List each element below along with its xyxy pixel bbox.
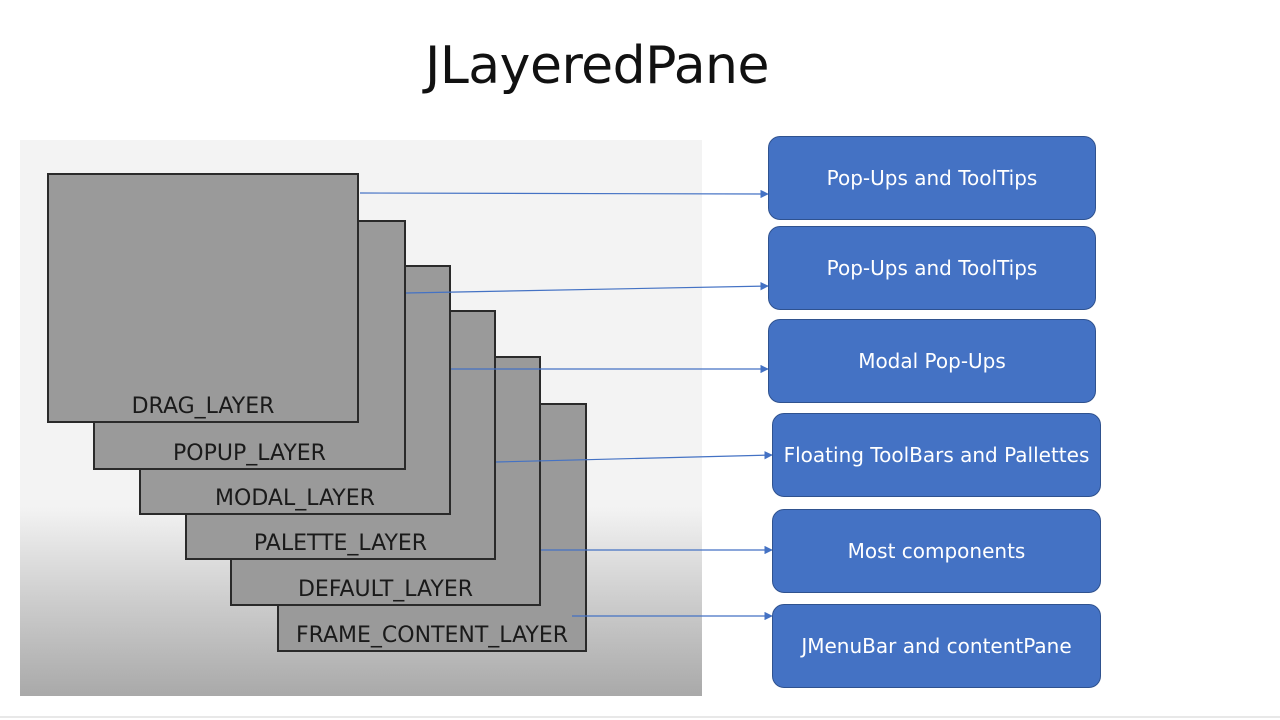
default-layer-label: DEFAULT_LAYER <box>297 577 474 602</box>
slide-bottom-edge <box>0 716 1280 718</box>
default-layer-description: Most components <box>772 509 1101 593</box>
arrow-palette-layer <box>495 450 773 463</box>
frame-content-layer-description: JMenuBar and contentPane <box>772 604 1101 688</box>
modal-layer-label: MODAL_LAYER <box>215 486 375 511</box>
popup-layer-description: Pop-Ups and ToolTips <box>768 226 1096 310</box>
palette-layer-description: Floating ToolBars and Pallettes <box>772 413 1101 497</box>
drag-layer-label: DRAG_LAYER <box>131 394 275 419</box>
modal-layer-description: Modal Pop-Ups <box>768 319 1096 403</box>
frame-content-layer-label: FRAME_CONTENT_LAYER <box>295 623 569 648</box>
slide-title: JLayeredPane <box>425 36 770 96</box>
arrow-popup-layer <box>405 281 769 294</box>
drag-layer-description: Pop-Ups and ToolTips <box>768 136 1096 220</box>
popup-layer-label: POPUP_LAYER <box>173 441 326 466</box>
palette-layer-label: PALETTE_LAYER <box>253 531 428 556</box>
drag-layer: DRAG_LAYER <box>47 173 359 423</box>
arrow-drag-layer <box>359 189 769 199</box>
